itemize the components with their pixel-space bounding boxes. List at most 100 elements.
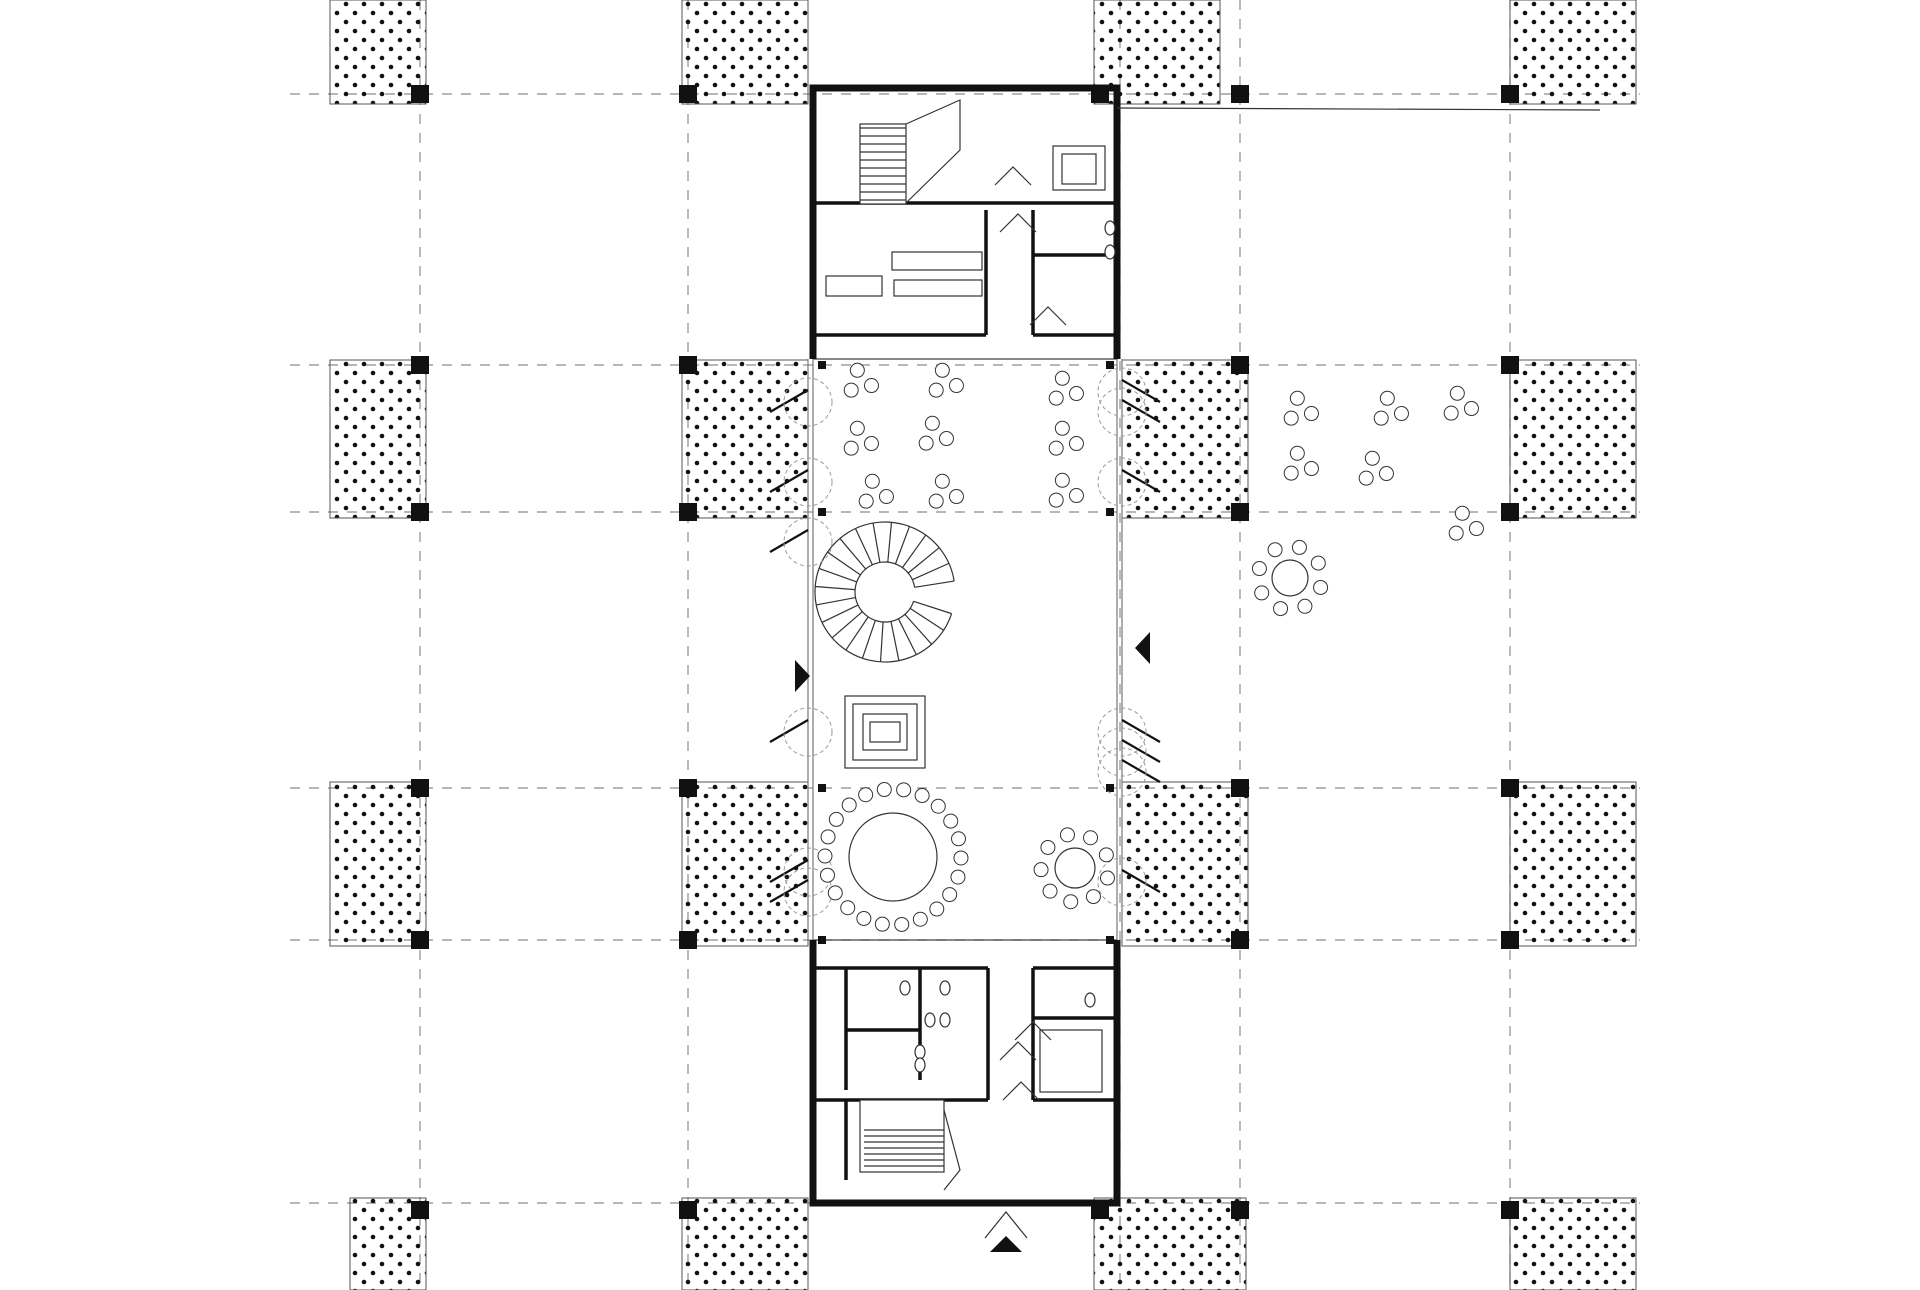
- chair: [858, 787, 874, 803]
- tables-and-chairs: [817, 362, 1484, 932]
- chair: [950, 869, 966, 885]
- spiral-tread: [872, 522, 881, 563]
- spiral-tread: [827, 551, 861, 576]
- door-swing-arc: [1097, 857, 1147, 907]
- column: [411, 1201, 429, 1219]
- door-swing-arc: [783, 457, 833, 507]
- double-door: [999, 1041, 1037, 1061]
- door-swing-arc: [783, 707, 833, 757]
- door-leaf: [769, 529, 809, 553]
- chair: [1378, 466, 1394, 482]
- planter-bed: [1509, 359, 1637, 519]
- door-leaf: [769, 389, 809, 413]
- entrance-arrow-south: [990, 1236, 1022, 1252]
- column: [1501, 503, 1519, 521]
- staircase-north: [859, 99, 961, 205]
- chair: [863, 436, 879, 452]
- column: [679, 503, 697, 521]
- door-leaf: [1121, 469, 1161, 493]
- chair: [1251, 561, 1267, 577]
- column: [679, 1201, 697, 1219]
- chair: [843, 440, 859, 456]
- chair: [1054, 420, 1070, 436]
- column: [679, 356, 697, 374]
- double-door: [1029, 306, 1067, 326]
- toilet-fixtures: [899, 220, 1116, 1073]
- door-leaf: [769, 469, 809, 493]
- door-swings: [769, 166, 1161, 1239]
- column: [1501, 931, 1519, 949]
- column: [1231, 85, 1249, 103]
- door-swing-arc: [1097, 367, 1147, 417]
- door-leaf: [1121, 399, 1161, 423]
- spiral-tread: [897, 618, 917, 655]
- chair: [1283, 410, 1299, 426]
- column: [1106, 361, 1114, 369]
- spiral-tread: [907, 547, 940, 574]
- chair: [912, 911, 928, 927]
- entrance-door: [984, 1211, 1028, 1239]
- chair: [840, 900, 856, 916]
- elevator-south: [1039, 1029, 1103, 1093]
- column: [1231, 503, 1249, 521]
- spiral-outer-rail: [814, 521, 955, 663]
- chair: [1468, 521, 1484, 537]
- chair: [1379, 390, 1395, 406]
- entrance-arrow-east: [1135, 632, 1150, 664]
- double-door: [1014, 1021, 1052, 1041]
- spiral-tread: [913, 600, 952, 615]
- double-door: [999, 213, 1037, 233]
- spiral-tread: [904, 613, 933, 645]
- planter-bed: [681, 359, 809, 519]
- column: [679, 931, 697, 949]
- chair: [951, 831, 967, 847]
- toilet: [939, 1012, 951, 1028]
- chair: [1373, 410, 1389, 426]
- column: [1501, 779, 1519, 797]
- round-table: [1271, 559, 1309, 597]
- spiral-tread: [894, 526, 911, 565]
- spiral-tread: [845, 616, 869, 651]
- kitchen-counter: [825, 251, 983, 297]
- chair: [942, 887, 958, 903]
- chair: [930, 798, 946, 814]
- chair: [1033, 862, 1049, 878]
- spiral-tread: [831, 611, 863, 639]
- spiral-tread: [839, 538, 867, 570]
- chair: [1310, 555, 1326, 571]
- column: [411, 931, 429, 949]
- chair: [1085, 889, 1101, 905]
- chair: [934, 362, 950, 378]
- column: [1231, 779, 1249, 797]
- chair: [1273, 601, 1289, 617]
- chair: [1393, 406, 1409, 422]
- column: [1501, 356, 1519, 374]
- chair: [1042, 883, 1058, 899]
- chair: [929, 901, 945, 917]
- spiral-tread: [854, 528, 873, 566]
- chair: [1297, 598, 1313, 614]
- column: [411, 779, 429, 797]
- chair: [843, 382, 859, 398]
- chair: [1063, 894, 1079, 910]
- spiral-tread: [879, 621, 884, 662]
- planter-bed: [681, 1197, 809, 1290]
- chair: [849, 362, 865, 378]
- elevator-hall: [844, 695, 926, 769]
- chair: [858, 493, 874, 509]
- spiral-inner-rail: [854, 561, 916, 623]
- chair: [1083, 830, 1099, 846]
- chair: [896, 782, 912, 798]
- double-door: [1002, 1081, 1040, 1101]
- door-swing-arc: [1097, 707, 1147, 757]
- column: [1231, 356, 1249, 374]
- door-leaf: [1121, 759, 1161, 783]
- chair: [928, 382, 944, 398]
- chair: [914, 788, 930, 804]
- column: [411, 85, 429, 103]
- column: [1501, 85, 1519, 103]
- door-swing-arc: [783, 517, 833, 567]
- chair: [1303, 406, 1319, 422]
- conference-table: [848, 812, 938, 902]
